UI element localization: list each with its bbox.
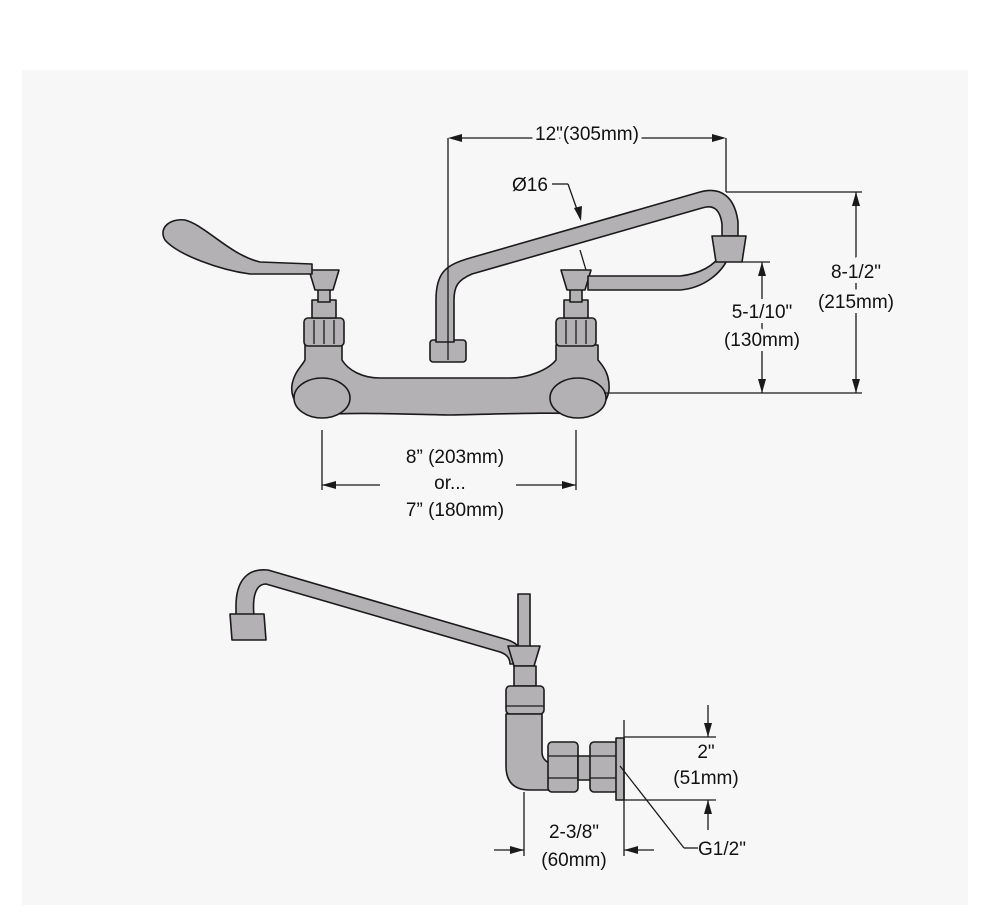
wall-distance-mm: (60mm) bbox=[541, 850, 606, 871]
side-view: 2" (51mm) 2-3/8" (60mm) G1/2" bbox=[229, 569, 746, 871]
drawing-panel bbox=[22, 70, 968, 905]
wall-distance-inch: 2-3/8" bbox=[549, 822, 599, 843]
side-valve-stem bbox=[513, 665, 537, 687]
side-spout-aerator bbox=[229, 613, 267, 641]
faucet-body bbox=[291, 344, 610, 416]
total-height-inch: 8-1/2" bbox=[831, 262, 881, 283]
spout-length-label: 12"(305mm) bbox=[535, 124, 639, 145]
left-wrist-handle bbox=[162, 218, 313, 275]
left-valve-head bbox=[308, 269, 340, 291]
side-nut-2 bbox=[589, 741, 619, 793]
side-nut-1 bbox=[547, 741, 579, 793]
right-mount-boss bbox=[549, 377, 607, 419]
centers-label-or: or... bbox=[434, 473, 466, 494]
total-height-mm: (215mm) bbox=[818, 292, 894, 313]
spout-height-inch: 5-1/10" bbox=[732, 302, 793, 323]
spout-height-mm: (130mm) bbox=[724, 330, 800, 351]
flange-inch: 2" bbox=[697, 742, 714, 763]
right-valve-head bbox=[560, 269, 592, 291]
side-handle bbox=[517, 593, 531, 649]
front-view: 12"(305mm) Ø16 8-1/2" (215mm) 5-1/10" (1… bbox=[162, 120, 899, 521]
left-mount-boss bbox=[293, 377, 351, 419]
spout-diameter-label: Ø16 bbox=[512, 175, 548, 196]
centers-label-8: 8” (203mm) bbox=[406, 447, 504, 468]
spout-aerator bbox=[711, 235, 747, 263]
flange-mm: (51mm) bbox=[673, 768, 738, 789]
side-valve-nut bbox=[505, 685, 545, 715]
thread-label: G1/2" bbox=[698, 839, 746, 860]
centers-label-7: 7” (180mm) bbox=[406, 500, 504, 521]
side-valve-head bbox=[507, 645, 541, 667]
